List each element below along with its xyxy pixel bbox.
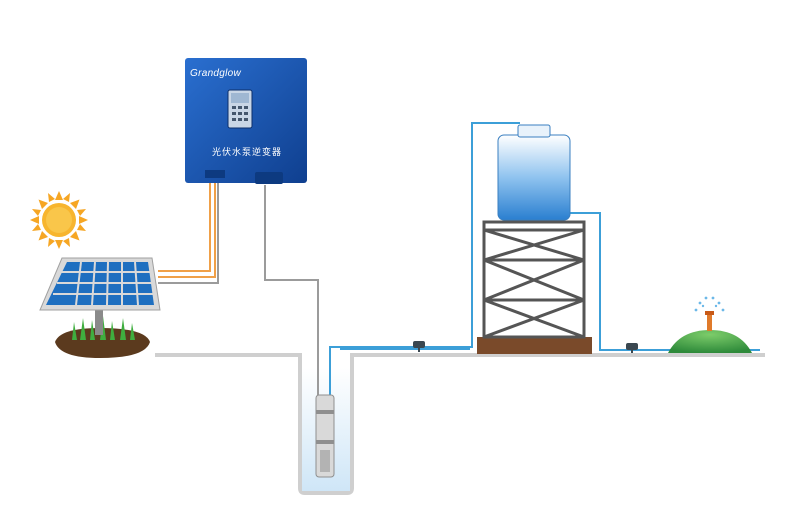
sun-icon	[30, 191, 88, 249]
inverter-brand: Grandglow	[190, 68, 242, 79]
valve-icon	[626, 343, 638, 353]
inverter-label: 光伏水泵逆变器	[212, 146, 282, 158]
sprinkler-icon	[668, 296, 752, 353]
ground-surface	[155, 353, 765, 495]
power-cables	[158, 180, 319, 395]
solar-panel	[39, 257, 161, 358]
water-tower	[477, 124, 592, 354]
valve-icon	[413, 341, 425, 352]
submersible-pump	[315, 394, 335, 478]
inverter-box: Grandglow 光伏水泵逆变器	[185, 58, 307, 184]
